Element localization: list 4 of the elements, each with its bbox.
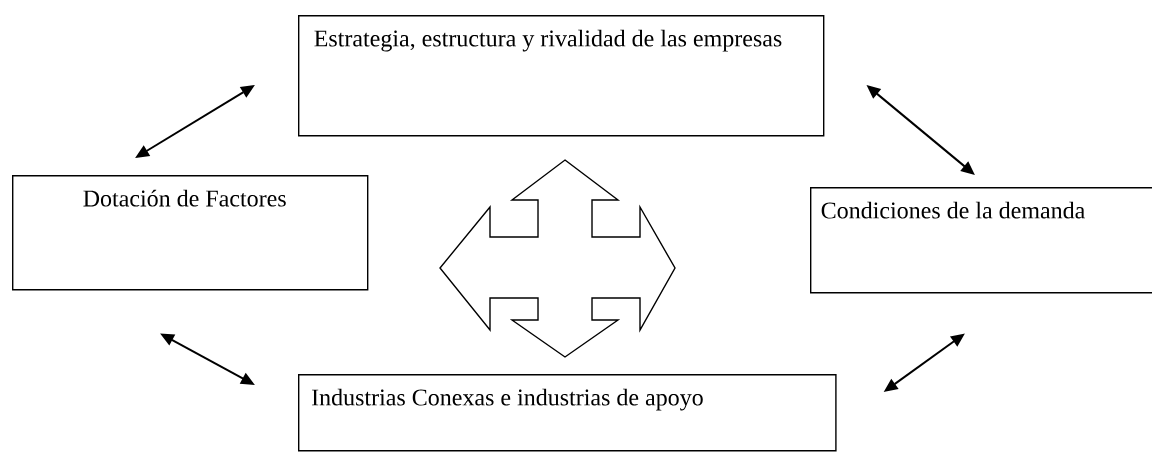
text-box: Estrategia, estructura y rivalidad de las empresas <box>298 15 825 137</box>
text-box: Industrias Conexas e industrias de apoyo <box>298 374 837 452</box>
text-box: Dotación de Factores <box>12 175 369 291</box>
text-box: Condiciones de la demanda <box>810 187 1152 294</box>
